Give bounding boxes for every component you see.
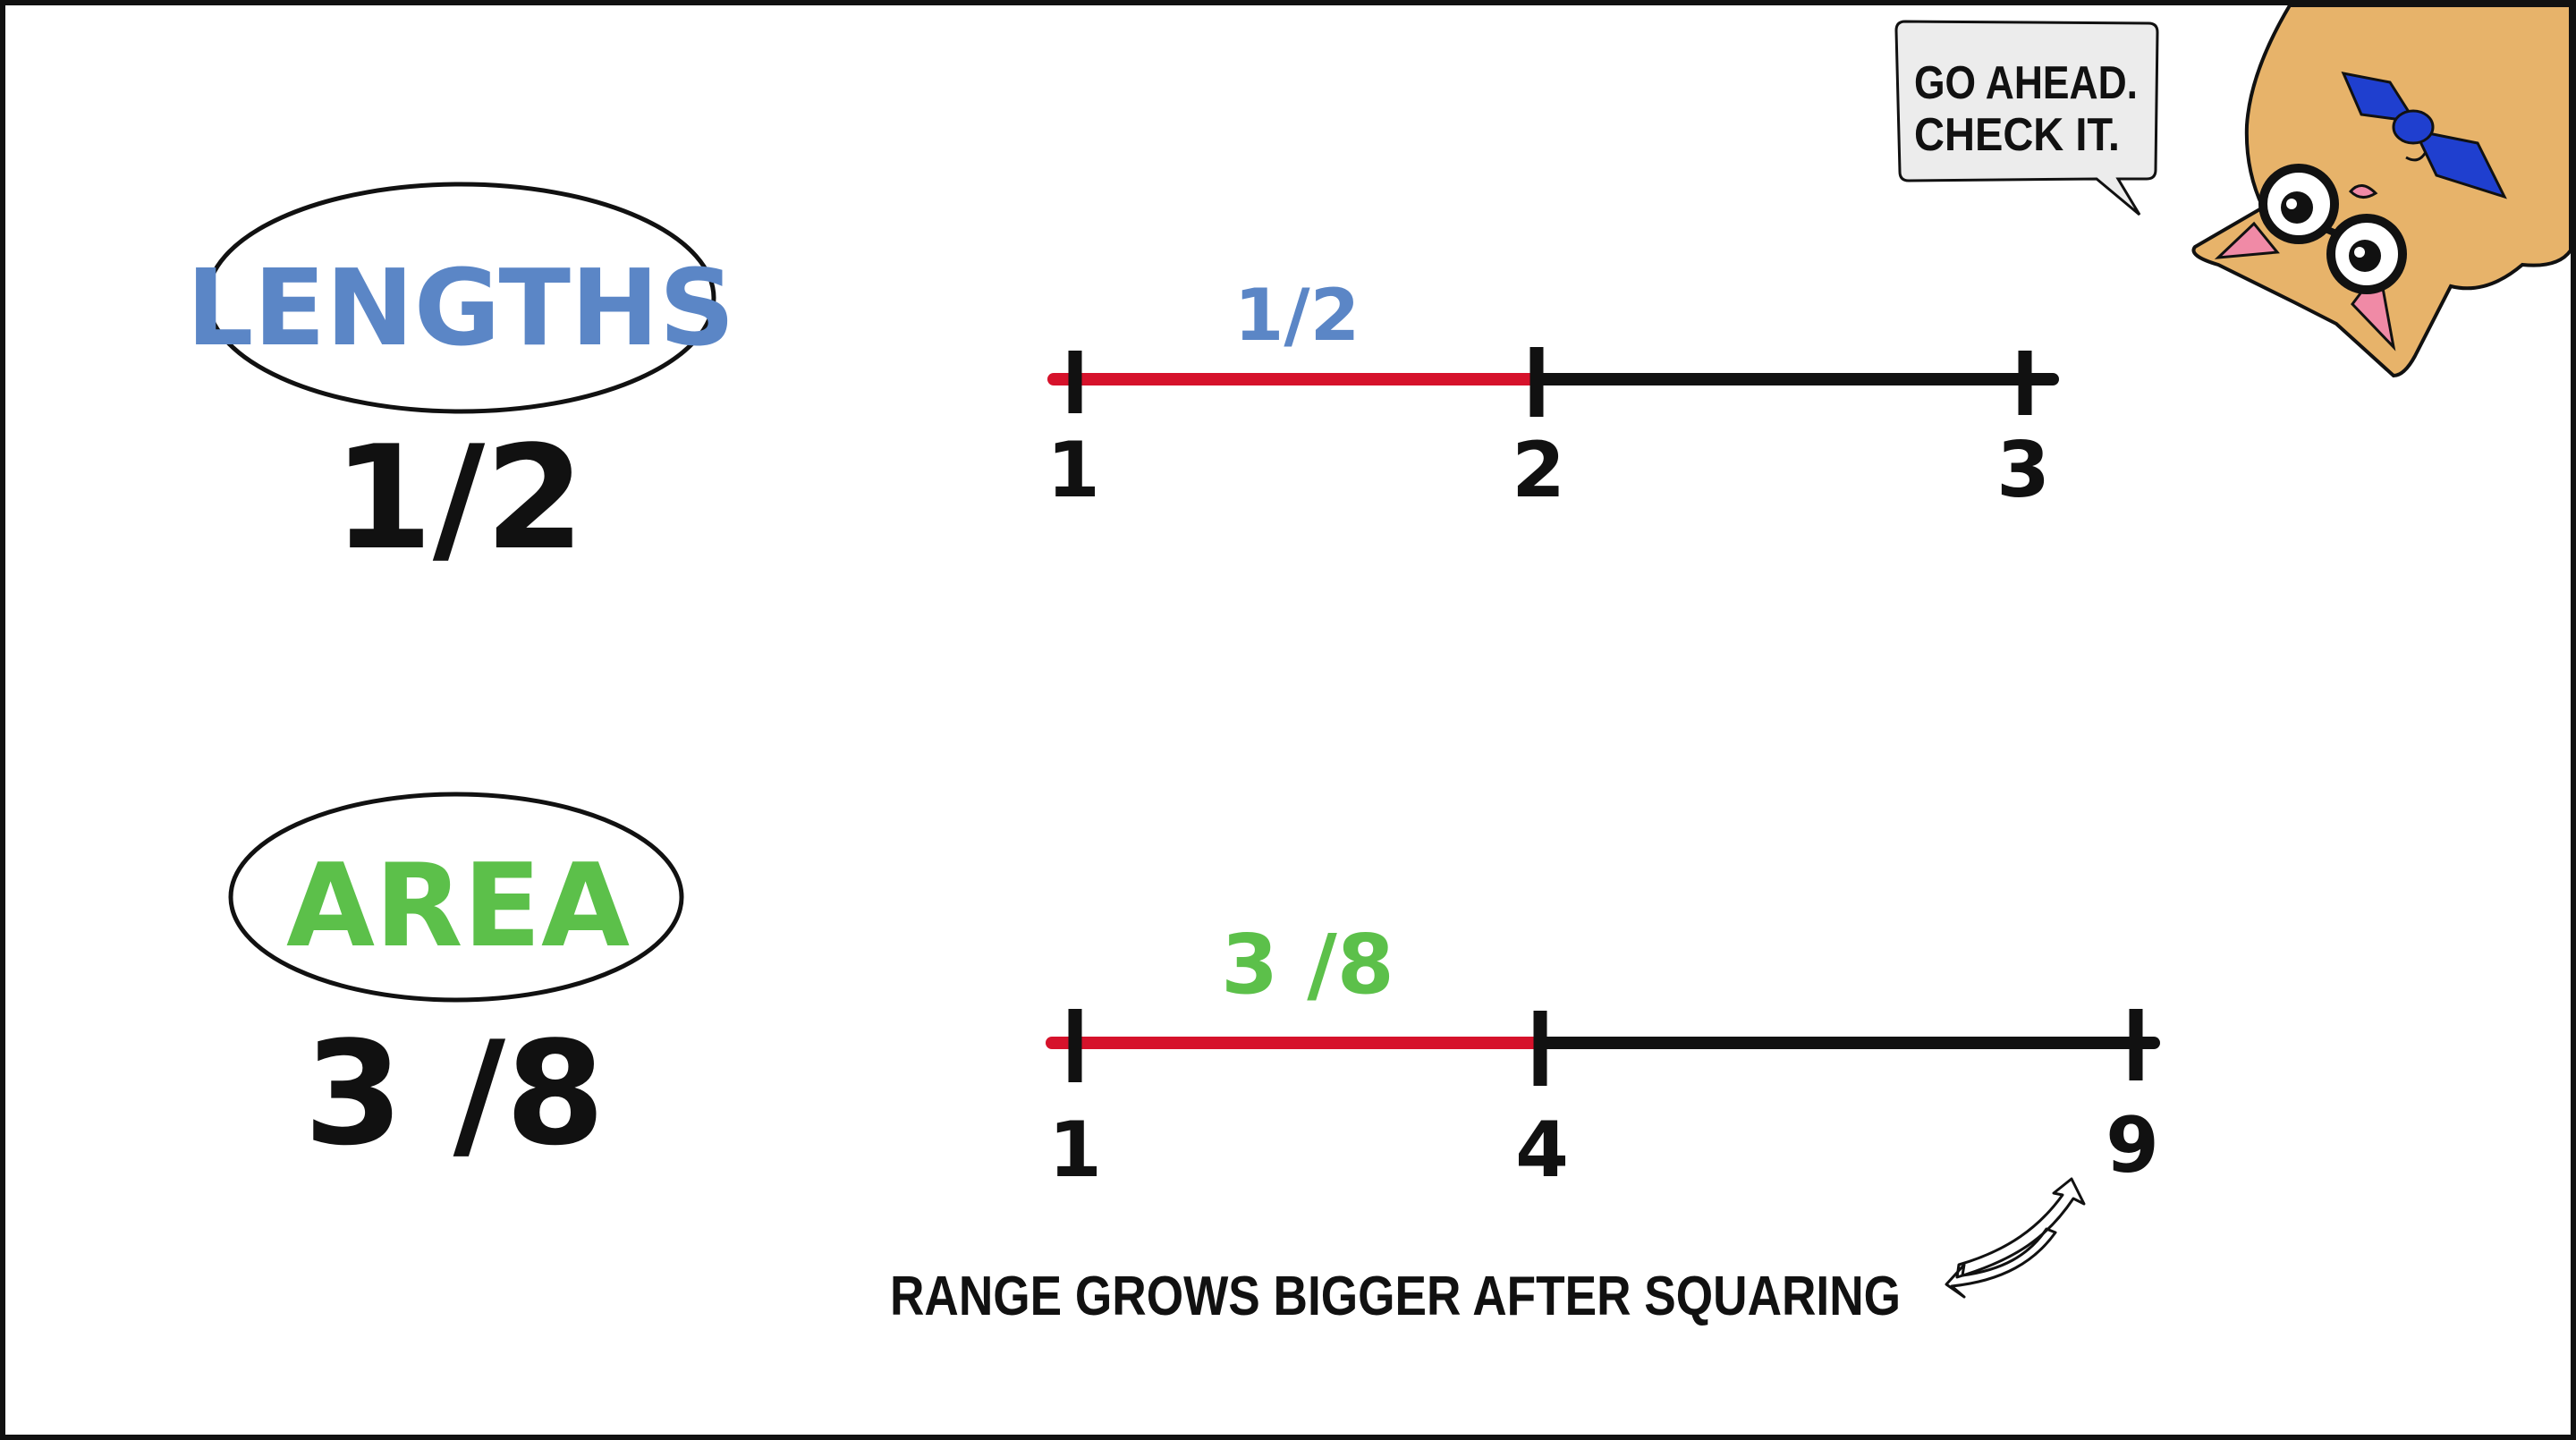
- speech-bubble-line-2: CHECK IT.: [1914, 109, 2120, 161]
- lengths-tick-label-2: 2: [1512, 426, 1565, 515]
- lengths-label: LENGTHS: [186, 246, 735, 369]
- cat-glasses: [2258, 164, 2407, 294]
- cat-head: [2191, 3, 2572, 378]
- area-label: AREA: [286, 840, 630, 973]
- cat-bow: [2341, 71, 2507, 199]
- lengths-badge: LENGTHS: [186, 182, 735, 414]
- speech-bubble-shape: [1894, 20, 2159, 216]
- lengths-segment-label: 1/2: [1234, 274, 1360, 357]
- area-tick-label-9: 9: [2106, 1101, 2159, 1190]
- area-tick-label-1: 1: [1048, 1105, 1102, 1195]
- lengths-fraction: 1/2: [333, 414, 584, 581]
- area-ellipse: [228, 792, 684, 1003]
- cat-mouth: [2348, 184, 2378, 199]
- area-badge: AREA: [228, 792, 684, 1003]
- cat-mascot-icon: [2191, 3, 2572, 378]
- range-caption: RANGE GROWS BIGGER AFTER SQUARING: [890, 1266, 1901, 1327]
- cat-nose: [2405, 151, 2428, 162]
- lengths-number-line: 1/2 1 2 3: [1046, 274, 2059, 515]
- area-fraction: 3 /8: [304, 1010, 606, 1177]
- speech-bubble-line-1: GO AHEAD.: [1914, 57, 2138, 109]
- lengths-tick-label-1: 1: [1046, 426, 1100, 515]
- double-curved-arrow-icon: [1945, 1177, 2086, 1299]
- cat-ear-inner-left: [2214, 221, 2280, 259]
- lengths-tick-label-3: 3: [1996, 426, 2050, 515]
- area-segment-label: 3 /8: [1221, 917, 1394, 1012]
- area-number-line: 3 /8 1 4 9: [1046, 917, 2160, 1195]
- lengths-ellipse: [205, 182, 716, 414]
- speech-bubble: GO AHEAD. CHECK IT.: [1894, 20, 2159, 216]
- area-tick-label-4: 4: [1515, 1105, 1569, 1195]
